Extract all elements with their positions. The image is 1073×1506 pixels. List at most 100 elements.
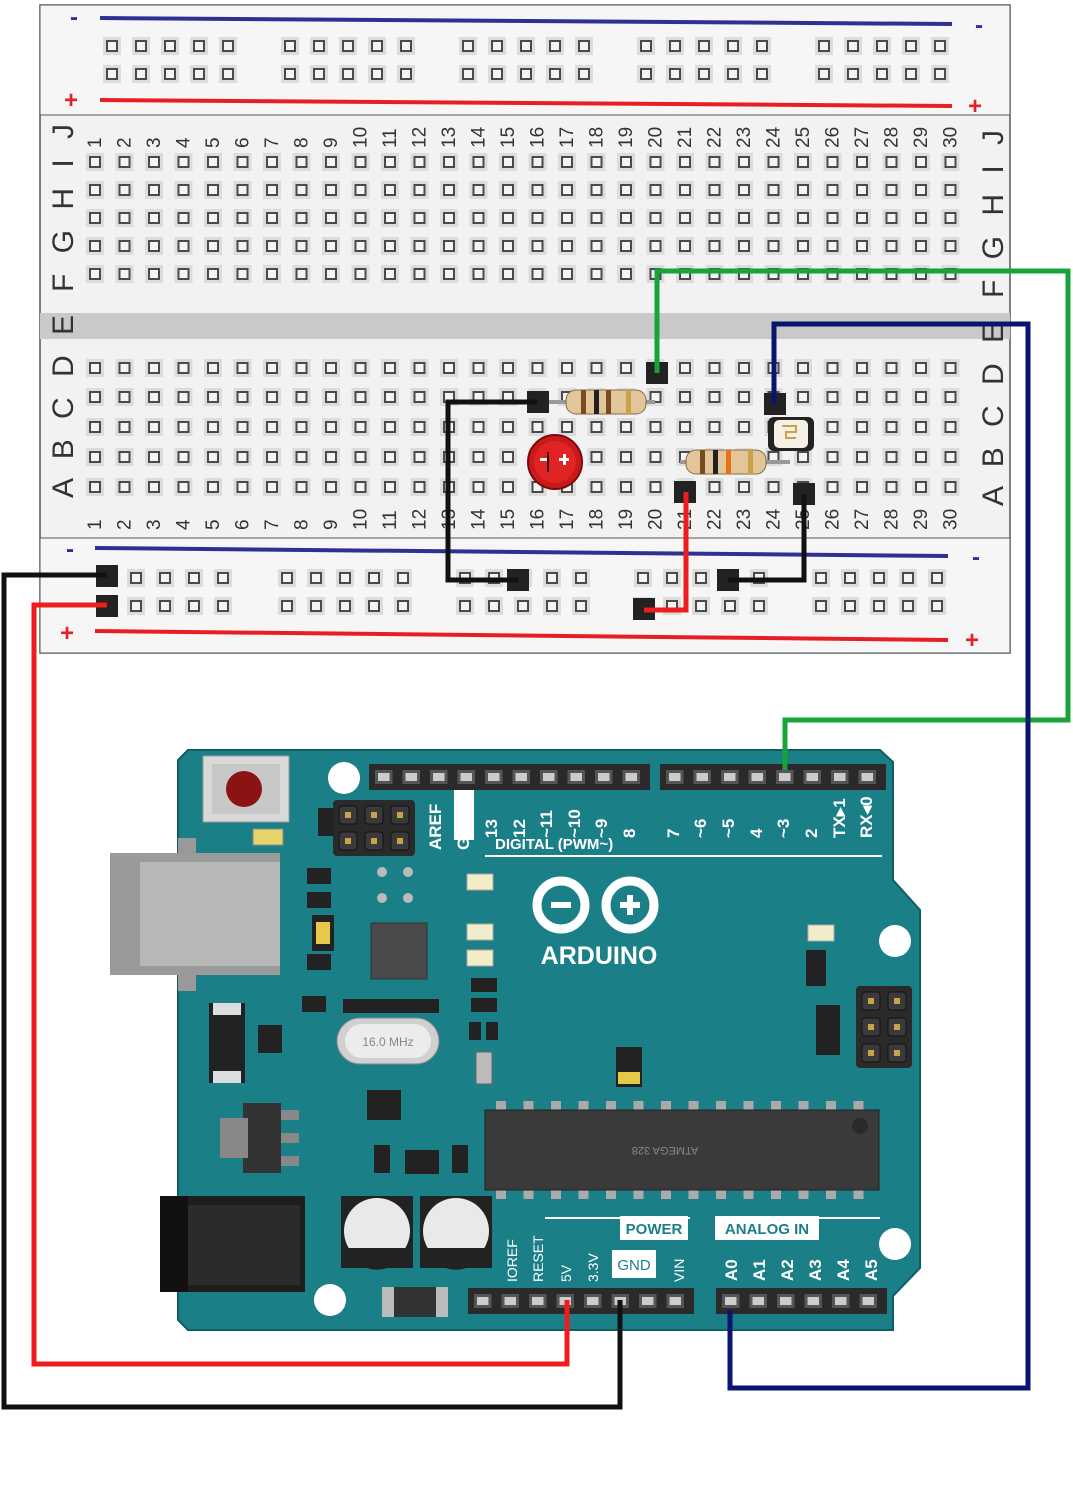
smd-component (405, 1150, 439, 1174)
column-number: 27 (852, 127, 873, 148)
column-number: 8 (292, 519, 313, 530)
rail-plus-label: + (968, 93, 982, 120)
black-jumper-led (445, 399, 537, 583)
smd-component (318, 808, 334, 836)
column-number: 11 (380, 510, 401, 530)
smd-component (471, 978, 497, 992)
column-number: 5 (203, 519, 224, 530)
column-number: 23 (734, 509, 755, 530)
digital-pin-label: ~9 (592, 819, 611, 838)
column-number: 1 (85, 137, 106, 148)
column-number: 10 (351, 127, 372, 148)
power-pin-label: VIN (671, 1259, 687, 1282)
column-number: 22 (705, 127, 726, 148)
smd-component (307, 868, 331, 884)
analog-header (716, 1288, 887, 1314)
smd-component (806, 950, 826, 986)
column-number: 3 (144, 519, 165, 530)
smd-component (471, 998, 497, 1012)
column-number: 14 (469, 508, 490, 530)
black-jumper-ldr (728, 494, 807, 583)
digital-pin-label: 8 (620, 829, 639, 838)
icsp-header (856, 986, 912, 1068)
rail-minus-label: - (975, 12, 983, 39)
digital-pin-label: ~10 (565, 809, 584, 838)
terminal-holes (86, 153, 960, 496)
column-number: 15 (498, 127, 519, 148)
photoresistor (768, 417, 814, 451)
onboard-led (807, 924, 835, 942)
column-number: 24 (764, 126, 785, 148)
column-number: 14 (469, 126, 490, 148)
column-number: 28 (882, 509, 903, 530)
column-number: 13 (439, 127, 460, 148)
top-rail-holes (103, 37, 949, 83)
column-number: 21 (675, 127, 696, 148)
column-number: 12 (410, 509, 431, 530)
usb-connector (110, 838, 280, 991)
digital-pin-label: ~5 (719, 819, 738, 838)
column-number: 17 (557, 509, 578, 530)
green-wire-pin3 (654, 268, 1071, 770)
smd-component (469, 1022, 481, 1040)
analog-pin-label: A5 (862, 1259, 881, 1281)
crystal-label: 16.0 MHz (362, 1035, 413, 1049)
row-letters-abcde-right: A B C D E (977, 317, 1010, 506)
arduino-logo: ARDUINO (532, 876, 659, 970)
digital-header-left (369, 764, 650, 790)
digital-pin-label: 13 (482, 819, 501, 838)
power-pin-label: 5V (558, 1264, 574, 1282)
digital-pin-label: 2 (802, 829, 821, 838)
column-number: 29 (911, 509, 932, 530)
column-number: 28 (882, 127, 903, 148)
arduino-brand: ARDUINO (541, 942, 658, 970)
red-wire-5v (31, 602, 570, 1367)
mounting-hole (314, 1284, 346, 1316)
resistor-1 (545, 389, 655, 415)
column-number: 30 (941, 509, 962, 530)
rail-plus-label: + (60, 620, 74, 647)
column-number: 18 (587, 509, 608, 530)
smd-component (452, 1145, 468, 1173)
column-number: 2 (115, 519, 136, 530)
smd-component (343, 999, 439, 1013)
capacitor (420, 1196, 492, 1270)
column-number: 6 (233, 519, 254, 530)
rail-plus-label: + (64, 87, 78, 114)
digital-pin-label: TX▸1 (830, 798, 849, 838)
column-number: 2 (115, 137, 136, 148)
digital-pin-label: RX◂0 (857, 796, 876, 838)
column-number: 20 (646, 127, 667, 148)
digital-pin-label: ~6 (691, 819, 710, 838)
column-number: 27 (852, 509, 873, 530)
regulator (243, 1103, 281, 1173)
digital-pin-label: GND (454, 812, 473, 850)
column-number: 16 (528, 509, 549, 530)
red-jumper (644, 492, 689, 613)
smd-component (486, 1022, 498, 1040)
column-number: 19 (616, 127, 637, 148)
column-number: 20 (646, 509, 667, 530)
smd-component (816, 1005, 840, 1055)
power-header (468, 1288, 694, 1314)
column-number: 7 (262, 137, 283, 148)
chip-label: ATMEGA 328 (632, 1144, 698, 1156)
blue-wire-a0 (727, 321, 1031, 1391)
power-header-label: POWER (626, 1221, 683, 1238)
digital-header-right (660, 764, 886, 790)
column-number: 8 (292, 137, 313, 148)
power-pin-label: IOREF (504, 1239, 520, 1282)
usb-chip (370, 922, 428, 980)
column-number: 30 (941, 127, 962, 148)
analog-pin-label: A0 (722, 1259, 741, 1281)
column-number: 11 (380, 128, 401, 148)
smd-component (367, 1090, 401, 1120)
column-number: 19 (616, 509, 637, 530)
column-number: 15 (498, 509, 519, 530)
onboard-led (466, 923, 494, 941)
column-number: 4 (174, 137, 195, 148)
